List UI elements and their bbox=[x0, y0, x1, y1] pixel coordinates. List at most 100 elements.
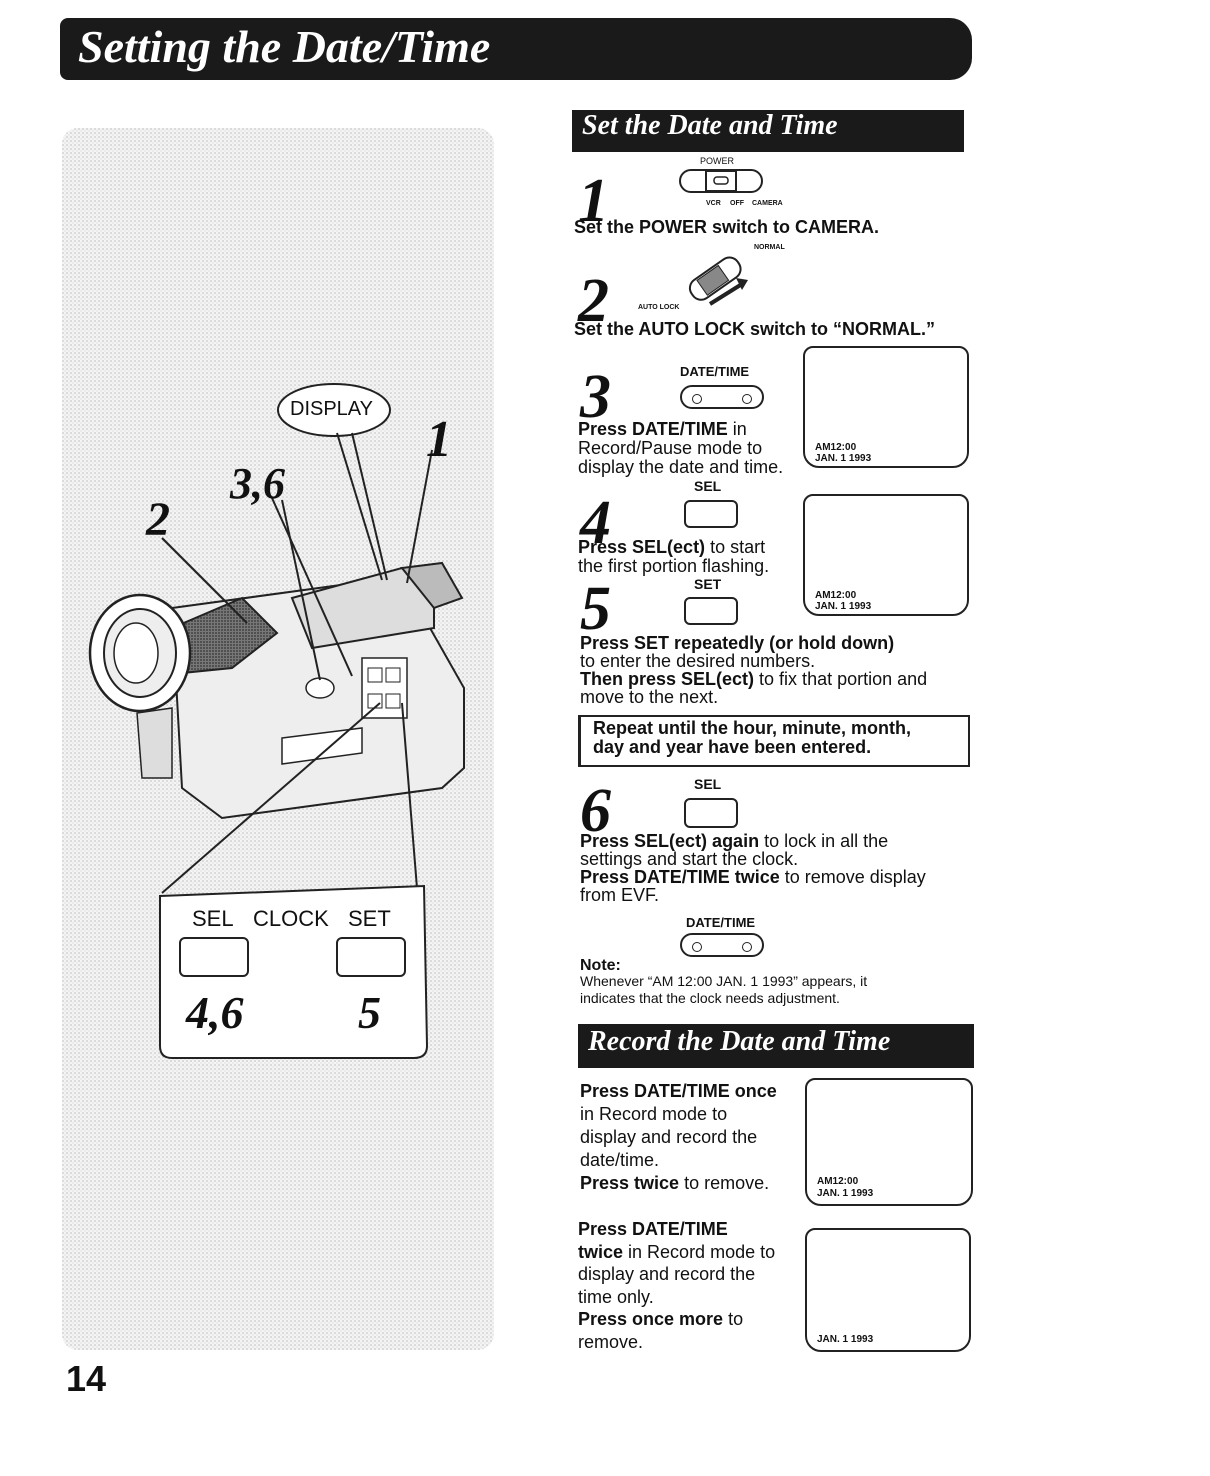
autolock-label: AUTO LOCK bbox=[638, 304, 680, 311]
step2-text: Set the AUTO LOCK switch to “NORMAL.” bbox=[574, 319, 936, 339]
screen-date: JAN. 1 1993 bbox=[817, 1188, 874, 1199]
step6-line3-bold: Press DATE/TIME twice bbox=[580, 867, 780, 887]
step1-number: 1 bbox=[578, 167, 609, 235]
page-title: Setting the Date/Time bbox=[78, 21, 491, 72]
step6-line2: settings and start the clock. bbox=[580, 849, 799, 869]
screen-time: AM12:00 bbox=[815, 442, 857, 453]
datetime-button-icon bbox=[680, 385, 764, 409]
step5-line3-tail: to fix that portion and bbox=[754, 669, 928, 689]
autolock-switch-icon: NORMAL AUTO LOCK bbox=[630, 240, 810, 320]
panel-clock-label: CLOCK bbox=[253, 906, 329, 931]
step6-line1-bold: Press SEL(ect) again bbox=[580, 831, 760, 851]
step5-line4: move to the next. bbox=[580, 687, 719, 707]
callout-36: 3,6 bbox=[230, 459, 285, 508]
panel-step-5: 5 bbox=[358, 987, 381, 1038]
page-title-bar: Setting the Date/Time bbox=[60, 18, 972, 80]
step4-number: 4 bbox=[580, 489, 611, 557]
record-twice-line5-bold: Press once more bbox=[578, 1309, 724, 1329]
sel-button-icon bbox=[684, 500, 738, 528]
step5-text: Press SET repeatedly (or hold down) to e… bbox=[580, 634, 927, 706]
step5-line2: to enter the desired numbers. bbox=[580, 651, 816, 671]
repeat-line2: day and year have been entered. bbox=[593, 737, 872, 757]
record-once-line3: display and record the bbox=[580, 1127, 758, 1147]
step2-number: 2 bbox=[578, 267, 609, 335]
evf-screen-record-twice: JAN. 1 1993 bbox=[805, 1228, 971, 1352]
callout-1: 1 bbox=[426, 411, 452, 468]
power-label: POWER bbox=[700, 156, 735, 166]
set-button-icon bbox=[684, 597, 738, 625]
step3-text-bold: Press DATE/TIME bbox=[578, 419, 728, 439]
step6-number: 6 bbox=[580, 777, 611, 845]
screen-date: JAN. 1 1993 bbox=[815, 453, 872, 464]
power-switch-icon: POWER VCR OFF CAMERA bbox=[676, 156, 816, 216]
note-label: Note: bbox=[580, 957, 621, 974]
screen-time-flashing: AM12:00 bbox=[815, 590, 857, 601]
record-twice-line3: display and record the bbox=[578, 1264, 756, 1284]
record-twice-text: Press DATE/TIME twice in Record mode to … bbox=[578, 1218, 775, 1353]
step6-button-label: SEL bbox=[694, 776, 722, 792]
step5-number: 5 bbox=[580, 575, 611, 643]
record-once-line4: date/time. bbox=[580, 1150, 660, 1170]
step5-line1: Press SET repeatedly (or hold down) bbox=[580, 633, 895, 653]
evf-screen-step3: AM12:00 JAN. 1 1993 bbox=[803, 346, 969, 468]
record-twice-line6: remove. bbox=[578, 1331, 644, 1352]
panel-sel-label: SEL bbox=[192, 906, 234, 931]
panel-steps-46: 4,6 bbox=[186, 987, 244, 1038]
step4-button-label: SEL bbox=[694, 478, 722, 494]
screen-time: AM12:00 bbox=[817, 1176, 859, 1187]
record-twice-line1: Press DATE/TIME bbox=[578, 1219, 728, 1239]
step4-text-tail: to start bbox=[705, 537, 766, 557]
record-twice-line4: time only. bbox=[578, 1286, 654, 1307]
repeat-line1: Repeat until the hour, minute, month, bbox=[593, 718, 911, 738]
sel-button-icon-2 bbox=[684, 798, 738, 828]
section-record-title-text: Record the Date and Time bbox=[588, 1026, 891, 1057]
section-record-title: Record the Date and Time bbox=[578, 1024, 974, 1068]
step1-text: Set the POWER switch to CAMERA. bbox=[574, 217, 880, 237]
note-line2: indicates that the clock needs adjustmen… bbox=[580, 990, 840, 1006]
note-text: Whenever “AM 12:00 JAN. 1 1993” appears,… bbox=[580, 973, 867, 1007]
step6-line4: from EVF. bbox=[580, 885, 660, 905]
screen-date: JAN. 1 1993 bbox=[815, 601, 872, 612]
datetime-button-icon-2 bbox=[680, 933, 764, 957]
step5-button-label: SET bbox=[694, 576, 722, 592]
panel-set-label: SET bbox=[348, 906, 391, 931]
display-label: DISPLAY bbox=[290, 398, 373, 420]
section-set-title: Set the Date and Time bbox=[572, 110, 964, 152]
step4-line2: the first portion flashing. bbox=[578, 556, 770, 576]
step4-text-bold: Press SEL(ect) bbox=[578, 537, 706, 557]
record-once-line5-bold: Press twice bbox=[580, 1173, 680, 1193]
normal-label: NORMAL bbox=[754, 244, 785, 251]
screen-date: JAN. 1 1993 bbox=[817, 1334, 874, 1345]
step6-line1-tail: to lock in all the bbox=[759, 831, 889, 851]
camcorder-drawing bbox=[62, 128, 494, 1350]
step3-number: 3 bbox=[580, 363, 611, 431]
step3-line3: display the date and time. bbox=[578, 457, 784, 477]
step4-text: Press SEL(ect) to start the first portio… bbox=[578, 538, 769, 576]
record-once-line5-tail: to remove. bbox=[679, 1173, 770, 1193]
record-once-text: Press DATE/TIME once in Record mode to d… bbox=[580, 1080, 777, 1195]
section-set-title-text: Set the Date and Time bbox=[582, 110, 838, 141]
step5-line3-bold: Then press SEL(ect) bbox=[580, 669, 755, 689]
step3-text: Press DATE/TIME in Record/Pause mode to … bbox=[578, 420, 783, 477]
step6-datetime-label: DATE/TIME bbox=[686, 915, 756, 930]
evf-screen-step4: AM12:00 JAN. 1 1993 bbox=[803, 494, 969, 616]
step6-line3-tail: to remove display bbox=[779, 867, 926, 887]
record-twice-line5-tail: to bbox=[723, 1309, 744, 1329]
record-twice-line2-bold: twice bbox=[578, 1241, 624, 1262]
repeat-box: Repeat until the hour, minute, month, da… bbox=[578, 715, 970, 767]
step3-line2: Record/Pause mode to bbox=[578, 438, 763, 458]
record-once-line1: Press DATE/TIME once bbox=[580, 1081, 777, 1101]
callout-2: 2 bbox=[146, 493, 170, 546]
off-label: OFF bbox=[730, 200, 744, 207]
note-line1: Whenever “AM 12:00 JAN. 1 1993” appears,… bbox=[580, 973, 868, 989]
step3-button-label: DATE/TIME bbox=[680, 364, 750, 379]
vcr-label: VCR bbox=[706, 200, 721, 207]
camera-label: CAMERA bbox=[752, 200, 783, 207]
record-twice-line2-tail: in Record mode to bbox=[623, 1241, 776, 1262]
step3-text-bold-tail: in bbox=[727, 419, 747, 439]
step6-text: Press SEL(ect) again to lock in all the … bbox=[580, 832, 926, 904]
record-once-line2: in Record mode to bbox=[580, 1104, 728, 1124]
evf-screen-record-once: AM12:00 JAN. 1 1993 bbox=[805, 1078, 973, 1206]
page-number: 14 bbox=[66, 1358, 107, 1399]
camcorder-illustration: DISPLAY 1 3,6 2 SEL CLOCK SET 4,6 5 bbox=[62, 128, 494, 1350]
